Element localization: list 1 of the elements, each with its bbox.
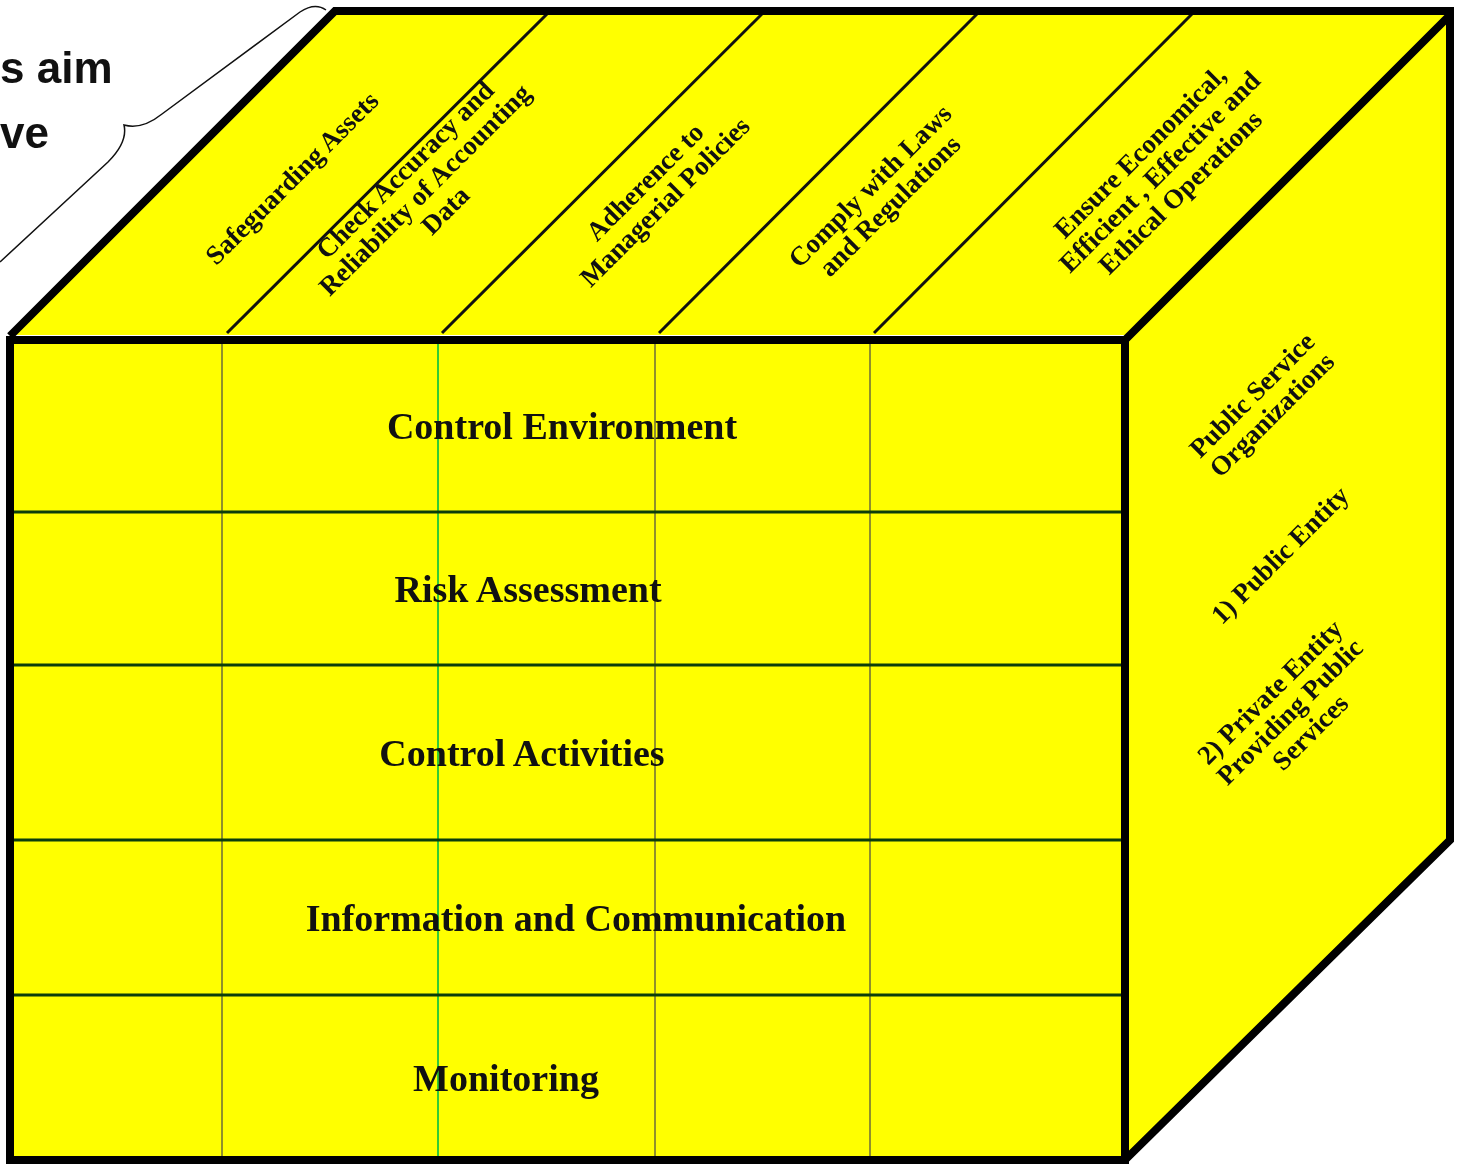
note-text: s aim ve [0,42,114,159]
